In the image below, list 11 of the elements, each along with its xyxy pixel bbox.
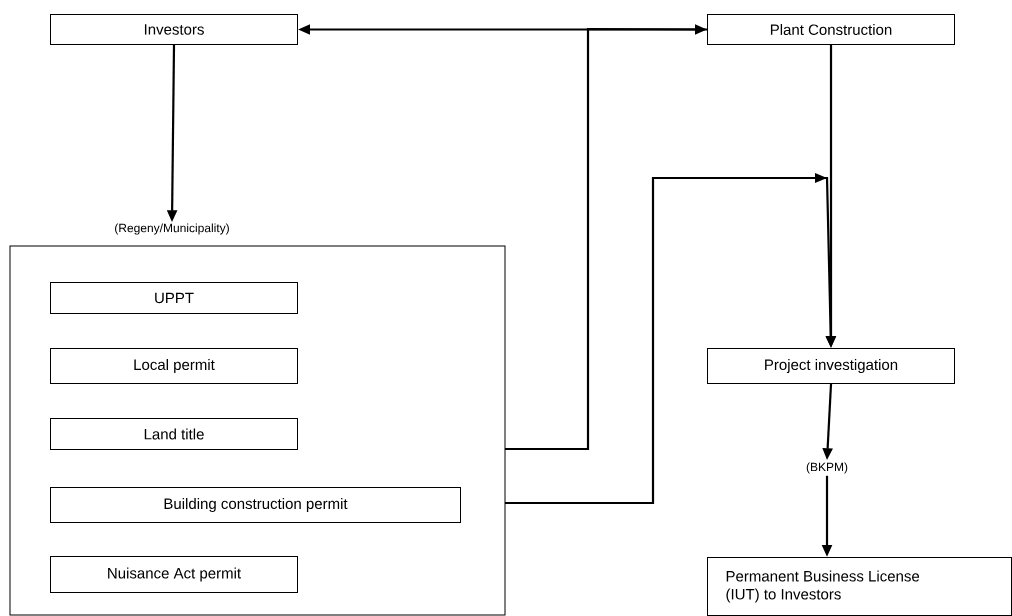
permit-box: Building construction permit	[50, 487, 461, 523]
result-box: Permanent Business License (IUT) to Investors	[707, 557, 1012, 616]
process-box: Plant Construction	[707, 14, 955, 45]
process-box: Investors	[50, 14, 298, 45]
permit-box: UPPT	[50, 282, 298, 314]
permit-box: Local permit	[50, 348, 298, 384]
process-box: Project investigation	[707, 348, 955, 384]
permit-box: Nuisance Act permit	[50, 556, 298, 593]
agency-label: (BKPM)	[806, 462, 848, 474]
permit-box: Land title	[50, 418, 298, 450]
group-heading: (Regeny/Municipality)	[115, 223, 229, 235]
